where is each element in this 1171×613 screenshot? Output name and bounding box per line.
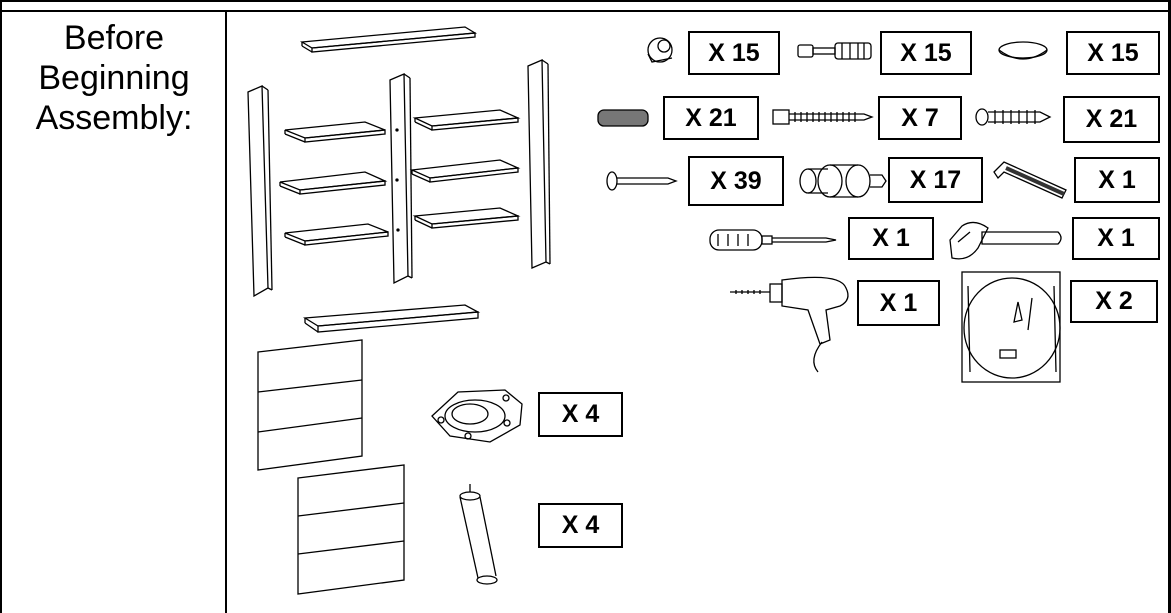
allen-key-qty: X 1 bbox=[1074, 157, 1160, 203]
nail-drawing bbox=[606, 171, 678, 191]
heading-line-2: Beginning bbox=[38, 59, 190, 97]
right-border bbox=[1168, 0, 1171, 613]
hammer-qty: X 1 bbox=[1072, 217, 1160, 260]
cam-lock-drawing bbox=[647, 37, 673, 63]
dowel-drawing bbox=[597, 109, 649, 127]
long-screw-qty: X 7 bbox=[878, 96, 962, 140]
bottom-base-panel bbox=[302, 304, 481, 333]
drill-drawing bbox=[730, 276, 849, 373]
leg-plate-drawing bbox=[431, 389, 523, 443]
connector-qty: X 17 bbox=[888, 157, 983, 203]
left-side-panel bbox=[247, 85, 273, 298]
short-screw-drawing bbox=[975, 108, 1052, 126]
leg-qty: X 4 bbox=[538, 503, 623, 548]
cap-drawing bbox=[998, 41, 1048, 60]
left-border bbox=[0, 0, 2, 613]
top-border bbox=[0, 0, 1171, 2]
wall-anchor-kit-qty: X 2 bbox=[1070, 280, 1158, 323]
back-panel-2 bbox=[297, 464, 405, 595]
top-shelf-panel bbox=[299, 26, 478, 53]
heading-line-3: Assembly: bbox=[35, 99, 193, 137]
hammer-drawing bbox=[949, 221, 1062, 260]
right-shelves bbox=[409, 109, 521, 229]
dowel-qty: X 21 bbox=[663, 96, 759, 140]
cam-bolt-drawing bbox=[797, 42, 872, 60]
allen-key-drawing bbox=[993, 161, 1067, 199]
left-shelves bbox=[279, 121, 389, 246]
cam-bolt-qty: X 15 bbox=[880, 31, 972, 75]
column-divider bbox=[225, 10, 227, 613]
right-side-panel bbox=[527, 59, 551, 269]
heading-line-1: Before bbox=[63, 19, 165, 57]
leg-drawing bbox=[459, 484, 498, 585]
cam-lock-qty: X 15 bbox=[688, 31, 780, 75]
section-heading: Before Beginning Assembly: bbox=[8, 18, 220, 138]
cap-qty: X 15 bbox=[1066, 31, 1160, 75]
long-screw-drawing bbox=[772, 109, 874, 125]
screwdriver-qty: X 1 bbox=[848, 217, 934, 260]
short-screw-qty: X 21 bbox=[1063, 96, 1160, 143]
middle-panel bbox=[389, 73, 413, 285]
drill-qty: X 1 bbox=[857, 280, 940, 326]
screwdriver-drawing bbox=[709, 229, 837, 251]
nail-qty: X 39 bbox=[688, 156, 784, 206]
connector-drawing bbox=[799, 164, 887, 198]
leg-plate-qty: X 4 bbox=[538, 392, 623, 437]
wall-anchor-kit-drawing bbox=[961, 271, 1061, 383]
back-panel-1 bbox=[257, 339, 363, 471]
row-divider bbox=[0, 10, 1171, 12]
